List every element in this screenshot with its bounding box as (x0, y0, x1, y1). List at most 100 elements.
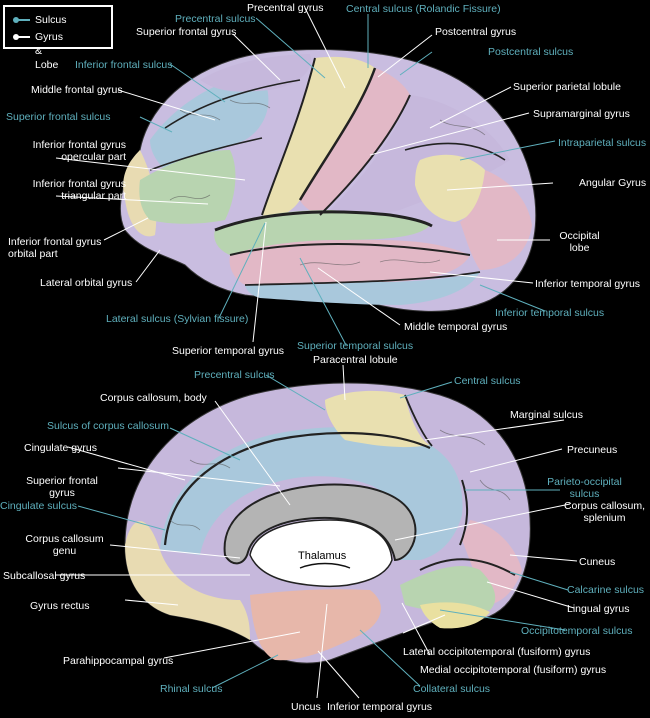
legend-sulcus-label: Sulcus (35, 14, 67, 26)
label-rhinal-sulcus: Rhinal sulcus (160, 683, 223, 695)
label-cc-splenium-line2: splenium (583, 512, 626, 524)
sulcus-leader-lines (77, 14, 569, 689)
label-ifg-orbital-line1: Inferior frontal gyrus (8, 236, 102, 248)
label-cc-splenium-line1: Corpus callosum, (563, 500, 646, 512)
label-superior-frontal-gyrus: Superior frontal gyrus (136, 26, 237, 38)
label-medial-precentral-sulcus: Precentral sulcus (194, 369, 275, 381)
postcentral-region (300, 68, 410, 215)
label-occipital-lobe-line2: lobe (569, 242, 590, 254)
label-inferior-temporal-sulcus: Inferior temporal sulcus (495, 307, 605, 319)
sylvian-fissure-line (214, 210, 433, 232)
middle-temporal-region (229, 239, 470, 285)
sulcus-swatch-dot (13, 17, 19, 23)
central-sulcus-line (298, 67, 377, 201)
label-parieto-occipital-sulcus: Parieto-occipital sulcus (537, 476, 632, 500)
label-ifg-triangular-line1: Inferior frontal gyrus (32, 178, 126, 190)
gyrus-swatch-line (16, 36, 30, 38)
label-occipitotemporal-sulcus: Occipitotemporal sulcus (521, 625, 633, 637)
cingulate-sulcus-line (163, 431, 431, 546)
marginal-sulcus-line (404, 394, 433, 447)
label-superior-temporal-gyrus: Superior temporal gyrus (172, 345, 285, 357)
label-ifg-opercular: Inferior frontal gyrus opercular part (4, 139, 126, 163)
label-parieto-occipital-line1: Parieto-occipital (547, 476, 622, 488)
label-ifg-orbital-line2: orbital part (8, 248, 58, 260)
label-marginal-sulcus: Marginal sulcus (510, 409, 583, 421)
angular-region (415, 154, 487, 222)
label-inferior-temporal-gyrus: Inferior temporal gyrus (535, 278, 641, 290)
label-postcentral-sulcus: Postcentral sulcus (488, 46, 574, 58)
label-superior-temporal-sulcus: Superior temporal sulcus (297, 340, 414, 352)
label-cc-genu-line2: genu (52, 545, 77, 557)
label-cingulate-sulcus: Cingulate sulcus (0, 500, 78, 512)
superior-temporal-sulcus-line (229, 243, 471, 256)
label-ifg-opercular-line1: Inferior frontal gyrus (32, 139, 126, 151)
label-medial-sfg-line2: gyrus (49, 487, 75, 499)
label-medial-sfg-line1: Superior frontal (26, 475, 98, 487)
thalamus-region (249, 519, 393, 588)
label-medial-fusiform-gyrus: Medial occipitotemporal (fusiform) gyrus (420, 664, 607, 676)
middle-frontal-region (150, 72, 269, 170)
superior-temporal-region (214, 210, 430, 255)
legend-gyrus-label: Gyrus & Lobe (35, 31, 64, 71)
inferior-temporal-region (245, 272, 480, 305)
sulcus-swatch-line (16, 19, 30, 21)
label-occipital-lobe-line1: Occipital (559, 230, 600, 242)
corpus-callosum (223, 483, 417, 565)
lingual-region (400, 565, 496, 613)
label-central-sulcus: Central sulcus (Rolandic Fissure) (346, 3, 501, 15)
medial-temporal-region (250, 589, 381, 661)
thalamus-curve (299, 562, 351, 569)
label-middle-frontal-gyrus: Middle frontal gyrus (31, 84, 123, 96)
occipital-region (460, 170, 532, 270)
inferior-temporal-sulcus-line (244, 271, 481, 286)
label-corpus-callosum-body: Corpus callosum, body (100, 392, 207, 404)
label-precentral-sulcus: Precentral sulcus (175, 13, 256, 25)
label-collateral-sulcus: Collateral sulcus (413, 683, 491, 695)
label-cc-genu-line1: Corpus callosum (25, 533, 104, 545)
cingulate-region (160, 427, 463, 560)
medial-frontal-base (125, 521, 250, 640)
label-gyrus-rectus: Gyrus rectus (30, 600, 90, 612)
label-superior-frontal-sulcus: Superior frontal sulcus (6, 111, 111, 123)
gyrus-swatch-dot (13, 34, 19, 40)
label-uncus: Uncus (291, 701, 321, 713)
calcarine-line (419, 558, 516, 576)
parieto-occipital-line (459, 479, 469, 546)
postcentral-sulcus-line (319, 94, 411, 216)
label-cuneus: Cuneus (579, 556, 616, 568)
lateral-brain (119, 49, 537, 312)
label-lateral-sulcus: Lateral sulcus (Sylvian fissure) (106, 313, 249, 325)
label-intraparietal-sulcus: Intraparietal sulcus (558, 137, 647, 149)
intraparietal-sulcus-line (404, 142, 506, 161)
superior-frontal-sulcus-line (164, 79, 301, 129)
label-parahippocampal-gyrus: Parahippocampal gyrus (63, 655, 174, 667)
medial-brain (124, 382, 531, 664)
label-cc-splenium: Corpus callosum, splenium (557, 500, 650, 524)
label-ifg-opercular-line2: opercular part (61, 151, 126, 163)
label-ifg-orbital: Inferior frontal gyrus orbital part (8, 236, 101, 260)
medial-occipital-region (462, 520, 522, 605)
fusiform-region (420, 602, 490, 629)
label-precentral-gyrus: Precentral gyrus (247, 2, 324, 14)
label-postcentral-gyrus: Postcentral gyrus (435, 26, 517, 38)
precentral-region (262, 56, 375, 217)
label-precuneus: Precuneus (567, 444, 618, 456)
label-occipital-lobe: Occipital lobe (552, 230, 607, 254)
label-middle-temporal-gyrus: Middle temporal gyrus (404, 321, 508, 333)
label-supramarginal-gyrus: Supramarginal gyrus (533, 108, 630, 120)
inferior-frontal-sulcus-line (149, 137, 263, 171)
legend: Sulcus Gyrus & Lobe (3, 5, 113, 71)
precentral-sulcus-line (261, 57, 316, 216)
label-lateral-fusiform-gyrus: Lateral occipitotemporal (fusiform) gyru… (403, 646, 591, 658)
label-superior-parietal-lobule: Superior parietal lobule (513, 81, 621, 93)
label-calcarine-sulcus: Calcarine sulcus (567, 584, 645, 596)
label-subcallosal-gyrus: Subcallosal gyrus (3, 570, 86, 582)
gyrus-leader-lines (55, 7, 578, 699)
label-ifg-triangular-line2: triangular part (61, 190, 126, 202)
label-sulcus-corpus-callosum: Sulcus of corpus callosum (47, 420, 169, 432)
label-medial-central-sulcus: Central sulcus (454, 375, 521, 387)
inferior-frontal-region (139, 150, 236, 224)
label-medial-inferior-temporal-gyrus: Inferior temporal gyrus (327, 701, 433, 713)
